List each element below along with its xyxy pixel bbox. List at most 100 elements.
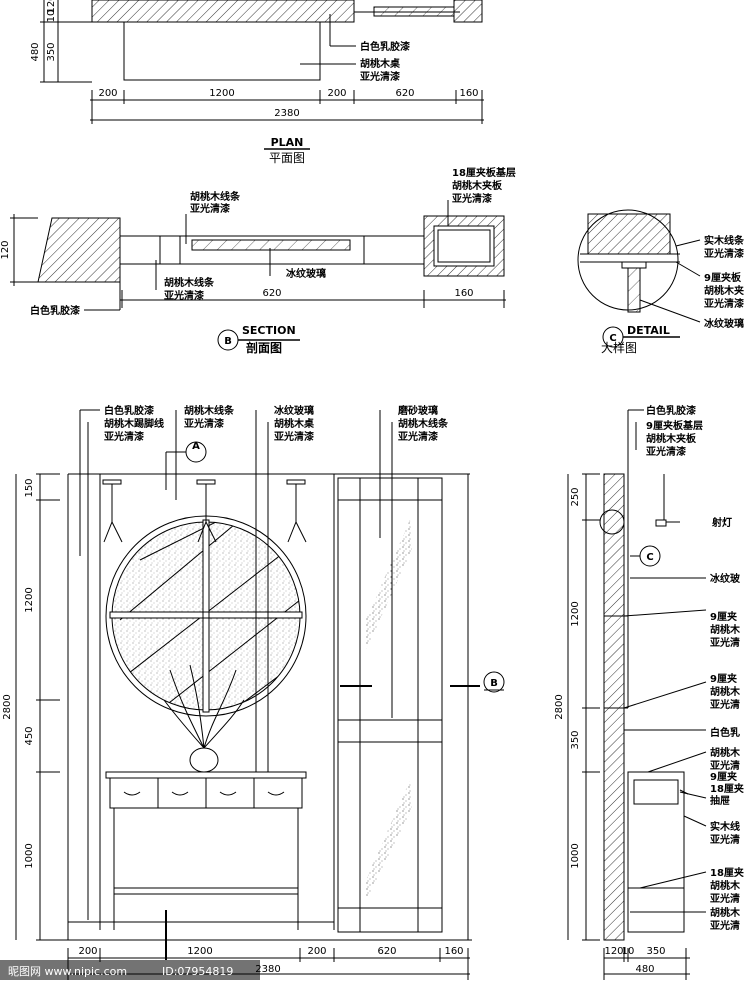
section-label-board-3: 亚光清漆	[452, 192, 492, 205]
elev-marker-a: A	[192, 441, 200, 452]
elev-label-1b: 胡桃木踢脚线	[104, 417, 164, 430]
side-elevation-text: 白色乳胶漆 9厘夹板基层 胡桃木夹板 亚光清漆 射灯 冰纹玻 9厘夹 胡桃木 亚…	[554, 404, 744, 975]
section-label-glass: 冰纹玻璃	[286, 267, 326, 280]
elev-label-1c: 亚光清漆	[104, 430, 144, 443]
section-label-paint: 白色乳胶漆	[30, 304, 80, 317]
plan-dim-3: 200	[327, 88, 346, 99]
side-label-12: 白色乳	[710, 726, 740, 739]
elev-hdim-3: 200	[307, 946, 326, 957]
elev-hdim-2: 1200	[187, 946, 212, 957]
plan-dim-1: 200	[98, 88, 117, 99]
section-vdim: 120	[0, 240, 11, 259]
front-elevation-text: 白色乳胶漆 胡桃木踢脚线 亚光清漆 胡桃木线条 亚光清漆 冰纹玻璃 胡桃木桌 亚…	[2, 404, 498, 975]
side-label-2: 胡桃木夹板	[646, 432, 697, 445]
side-vdim-total: 2800	[554, 694, 565, 719]
section-title-cn: 剖面图	[246, 340, 282, 355]
side-vdim-1000: 1000	[570, 843, 581, 868]
side-label-16: 18厘夹	[710, 782, 744, 795]
front-elevation	[15, 409, 505, 980]
side-label-15: 9厘夹	[710, 770, 737, 783]
plan-dim-2: 1200	[209, 88, 234, 99]
plan-vdim-350: 350	[46, 42, 57, 61]
section-label-board-1: 18厘夹板基层	[452, 166, 516, 179]
plan-dim-total: 2380	[274, 108, 299, 119]
side-label-24: 亚光清	[710, 919, 740, 932]
plan-label-table: 胡桃木桌	[360, 57, 400, 70]
elev-label-3b: 胡桃木桌	[274, 417, 314, 430]
side-label-6: 9厘夹	[710, 610, 737, 623]
section-marker: B	[224, 336, 232, 347]
side-hdim-350: 350	[646, 946, 665, 957]
side-label-8: 亚光清	[710, 636, 740, 649]
section-text: 胡桃木线条 亚光清漆 18厘夹板基层 胡桃木夹板 亚光清漆 胡桃木线条 亚光清漆…	[0, 166, 516, 355]
side-label-21: 胡桃木	[710, 879, 741, 892]
detail-label-2: 亚光清漆	[704, 247, 744, 260]
plan-vdim-480: 480	[30, 42, 41, 61]
plan-text: 白色乳胶漆 胡桃木桌 亚光清漆 480 350 10 120 200 1200 …	[30, 0, 479, 165]
section-title: SECTION	[242, 324, 296, 337]
plan-title-cn: 平面图	[269, 151, 305, 165]
elev-label-4a: 磨砂玻璃	[397, 404, 438, 417]
side-label-7: 胡桃木	[710, 623, 741, 636]
detail-title-cn: 大样图	[601, 340, 637, 355]
side-label-18: 实木线	[710, 820, 740, 833]
detail-label-3: 9厘夹板	[704, 271, 742, 284]
side-vdim-250: 250	[570, 487, 581, 506]
side-marker-c: C	[646, 552, 653, 563]
detail-label-5: 亚光清漆	[704, 297, 744, 310]
side-label-3: 亚光清漆	[646, 445, 686, 458]
elev-vdim-450: 450	[24, 726, 35, 745]
elev-label-3c: 亚光清漆	[274, 430, 314, 443]
elev-label-4c: 亚光清漆	[398, 430, 438, 443]
side-label-19: 亚光清	[710, 833, 740, 846]
section-label-walnut-1: 胡桃木线条	[190, 190, 241, 203]
elev-vdim-150: 150	[24, 478, 35, 497]
plan-title: PLAN	[271, 136, 304, 149]
plan-dim-4: 620	[395, 88, 414, 99]
detail-marker: C	[609, 333, 616, 344]
plan-dim-5: 160	[459, 88, 478, 99]
plan-vdim-120: 120	[46, 0, 57, 14]
side-label-22: 亚光清	[710, 892, 740, 905]
side-label-4: 射灯	[711, 516, 732, 529]
plan-label-varnish: 亚光清漆	[360, 70, 400, 83]
side-label-1: 9厘夹板基层	[646, 419, 703, 432]
side-label-23: 胡桃木	[710, 906, 741, 919]
side-label-11: 亚光清	[710, 698, 740, 711]
watermark-site: 昵图网 www.nipic.com	[8, 965, 127, 978]
elev-label-4b: 胡桃木线条	[398, 417, 449, 430]
elev-hdim-5: 160	[444, 946, 463, 957]
side-vdim-1200: 1200	[570, 601, 581, 626]
elev-vdim-1200: 1200	[24, 587, 35, 612]
section-label-varnish-2: 亚光清漆	[164, 289, 204, 302]
detail-label-1: 实木线条	[704, 234, 744, 247]
detail-view	[577, 209, 701, 348]
side-hdim-120: 120	[604, 946, 623, 957]
elev-hdim-total: 2380	[255, 964, 280, 975]
elev-marker-b: B	[490, 678, 498, 689]
elev-label-2b: 亚光清漆	[184, 417, 224, 430]
elev-hdim-1: 200	[78, 946, 97, 957]
side-hdim-10: 10	[622, 946, 635, 957]
side-label-0: 白色乳胶漆	[646, 404, 696, 417]
detail-text: 实木线条 亚光清漆 9厘夹板 胡桃木夹 亚光清漆 冰纹玻璃 C DETAIL 大…	[601, 234, 744, 355]
elev-label-1a: 白色乳胶漆	[104, 404, 154, 417]
section-label-walnut-2: 胡桃木线条	[164, 276, 215, 289]
side-label-20: 18厘夹	[710, 866, 744, 879]
plan-view	[40, 0, 484, 124]
side-hdim-total: 480	[635, 964, 654, 975]
detail-title: DETAIL	[627, 324, 670, 337]
side-label-10: 胡桃木	[710, 685, 741, 698]
plan-label-paint: 白色乳胶漆	[360, 40, 410, 53]
side-elevation	[567, 409, 707, 980]
section-dim-620: 620	[262, 288, 281, 299]
side-label-14: 亚光清	[710, 759, 740, 772]
side-label-17: 抽屉	[710, 794, 730, 807]
section-label-board-2: 胡桃木夹板	[452, 179, 503, 192]
side-label-13: 胡桃木	[710, 746, 741, 759]
plan-vdim-10: 10	[46, 10, 57, 23]
side-label-9: 9厘夹	[710, 672, 737, 685]
watermark-id: ID:07954819	[162, 965, 233, 978]
detail-label-6: 冰纹玻璃	[704, 317, 744, 330]
